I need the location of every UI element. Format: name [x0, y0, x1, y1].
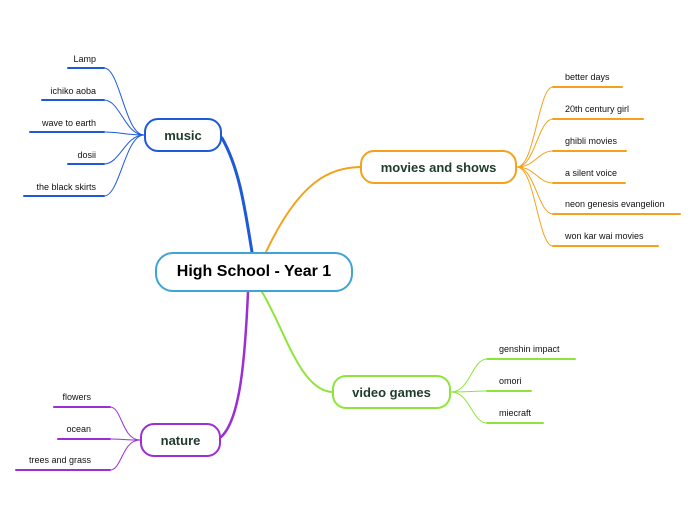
leaf-games-2[interactable]: omori — [499, 376, 522, 386]
leaf-movies-6[interactable]: won kar wai movies — [565, 231, 644, 241]
leaf-music-3[interactable]: wave to earth — [41, 118, 96, 128]
link-movies-leaf-1 — [516, 86, 554, 168]
link-music-leaf-1 — [103, 67, 145, 136]
link-music-leaf-3 — [103, 131, 145, 136]
leaf-music-4[interactable]: dosii — [77, 150, 96, 160]
leaf-games-1[interactable]: genshin impact — [499, 344, 560, 354]
link-center-games — [261, 291, 333, 393]
branch-video-games[interactable]: video games — [332, 375, 451, 409]
link-movies-leaf-2 — [516, 118, 554, 168]
branch-movies-and-shows[interactable]: movies and shows — [360, 150, 517, 184]
branch-nature[interactable]: nature — [140, 423, 221, 457]
link-center-music — [220, 136, 254, 254]
leaf-movies-3[interactable]: ghibli movies — [565, 136, 618, 146]
link-movies-leaf-3 — [516, 150, 554, 168]
leaf-movies-5[interactable]: neon genesis evangelion — [565, 199, 665, 209]
link-games-leaf-2 — [450, 390, 488, 393]
leaf-music-5[interactable]: the black skirts — [36, 182, 96, 192]
link-nature-leaf-1 — [109, 406, 141, 441]
leaf-games-3[interactable]: miecraft — [499, 408, 532, 418]
link-center-movies — [265, 166, 361, 253]
link-nature-leaf-2 — [109, 438, 141, 441]
leaf-music-1[interactable]: Lamp — [73, 54, 96, 64]
leaf-movies-2[interactable]: 20th century girl — [565, 104, 630, 114]
link-games-leaf-1 — [450, 358, 488, 393]
central-topic[interactable]: High School - Year 1 — [155, 252, 353, 292]
link-nature-leaf-3 — [109, 439, 141, 471]
link-music-leaf-5 — [103, 134, 145, 197]
leaf-music-2[interactable]: ichiko aoba — [50, 86, 96, 96]
link-music-leaf-4 — [103, 134, 145, 165]
link-center-nature — [219, 290, 250, 439]
link-music-leaf-2 — [103, 99, 145, 136]
leaf-movies-4[interactable]: a silent voice — [565, 168, 618, 178]
leaf-nature-3[interactable]: trees and grass — [28, 455, 91, 465]
leaf-movies-1[interactable]: better days — [565, 72, 610, 82]
link-movies-leaf-6 — [516, 166, 554, 247]
link-games-leaf-3 — [450, 391, 488, 424]
leaf-nature-2[interactable]: ocean — [66, 424, 91, 434]
leaf-nature-1[interactable]: flowers — [62, 392, 91, 402]
branch-music[interactable]: music — [144, 118, 222, 152]
